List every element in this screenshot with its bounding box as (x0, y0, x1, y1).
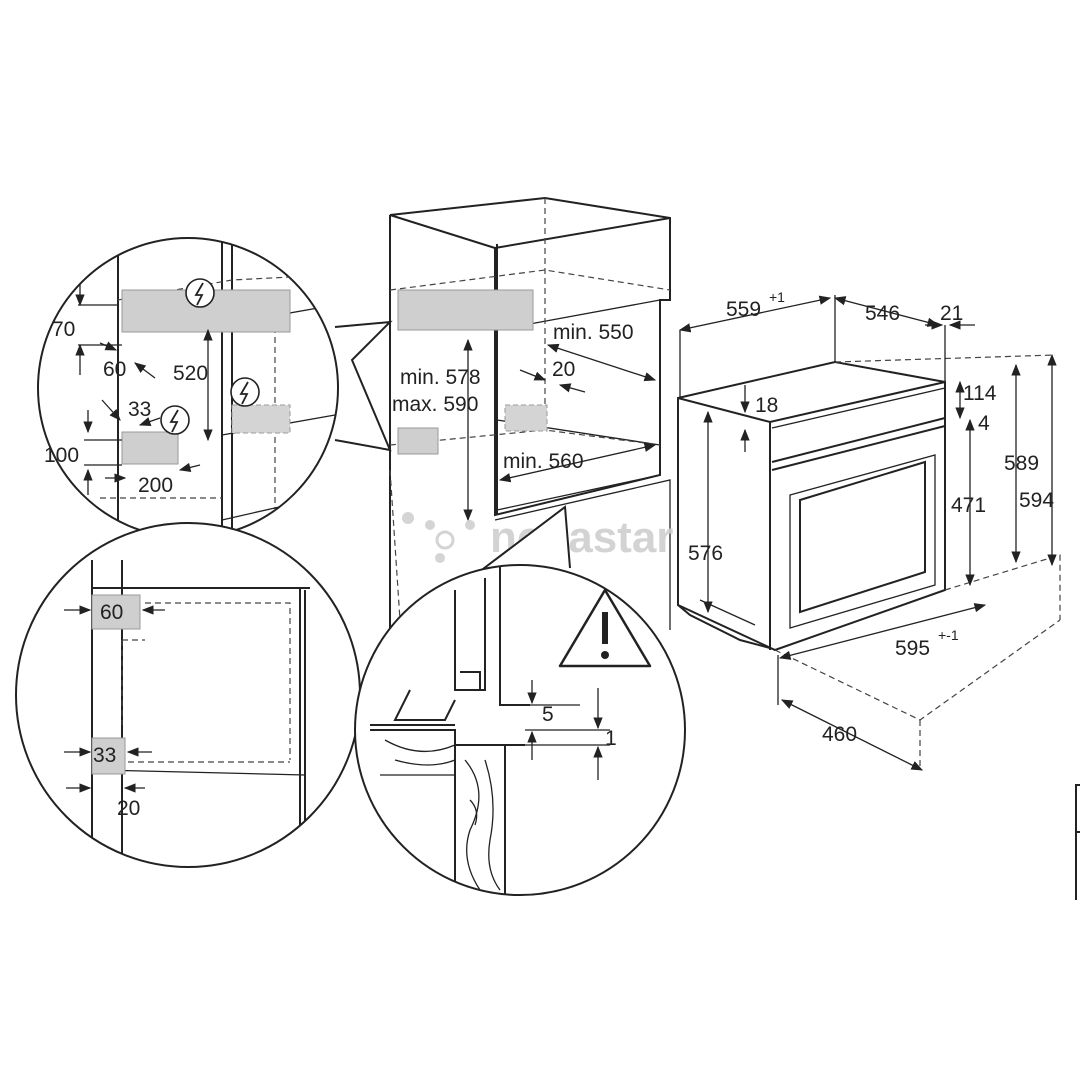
detail-top-left: 70 60 520 33 100 200 (37, 237, 393, 539)
dim-576-label: 576 (688, 542, 723, 565)
warning-triangle-icon (558, 588, 652, 668)
cabinet-drawing (389, 196, 671, 640)
cabinet-labels: min. 550 20 min. 578 max. 590 min. 560 (392, 321, 634, 473)
dim-5-label: 5 (542, 703, 554, 726)
dim-33-label: 33 (93, 744, 116, 767)
callout-pointer-3 (474, 505, 571, 576)
dim-559-tolerance: +1 (769, 289, 785, 305)
dim-595-tolerance: +-1 (938, 627, 959, 643)
dim-460-label: 460 (822, 723, 857, 746)
dim-18-label: 18 (755, 394, 778, 417)
dim-546-label: 546 (865, 302, 900, 325)
dim-33-label: 33 (128, 398, 151, 421)
dim-200-label: 200 (138, 474, 173, 497)
watermark-logo: novastar (402, 512, 673, 563)
dim-471-label: 471 (951, 494, 986, 517)
oven-labels: 559 +1 546 21 114 18 4 589 594 471 576 5… (688, 289, 1054, 746)
dim-114-label: 114 (963, 382, 997, 405)
dim-60-label: 60 (103, 358, 126, 381)
dim-559-label: 559 (726, 298, 761, 321)
max590-label: max. 590 (392, 393, 478, 416)
min550-label: min. 550 (553, 321, 634, 344)
dim-21-label: 21 (940, 302, 963, 325)
dim-4-label: 4 (978, 412, 990, 435)
dim-520-label: 520 (173, 362, 208, 385)
oven-drawing (677, 295, 1061, 771)
detail-bottom-left: 60 33 20 (15, 522, 361, 868)
dim-60-label: 60 (100, 601, 123, 624)
callout-pointer-1 (334, 320, 393, 452)
detail-bottom-middle: 5 1 (354, 505, 686, 896)
min560-label: min. 560 (503, 450, 584, 473)
dim-70-label: 70 (52, 318, 75, 341)
dim-1-label: 1 (605, 727, 617, 750)
electrical-hazard-icon (230, 377, 260, 407)
dim-594-label: 594 (1019, 489, 1054, 512)
edge-fragment (1075, 784, 1080, 900)
dim-595-label: 595 (895, 637, 930, 660)
dim-20-label: 20 (117, 797, 140, 820)
dim-589-label: 589 (1004, 452, 1039, 475)
min578-label: min. 578 (400, 366, 481, 389)
electrical-hazard-icon (185, 278, 215, 308)
dim-100-label: 100 (44, 444, 79, 467)
electrical-hazard-icon (160, 405, 190, 435)
cabinet-20-label: 20 (552, 358, 575, 381)
